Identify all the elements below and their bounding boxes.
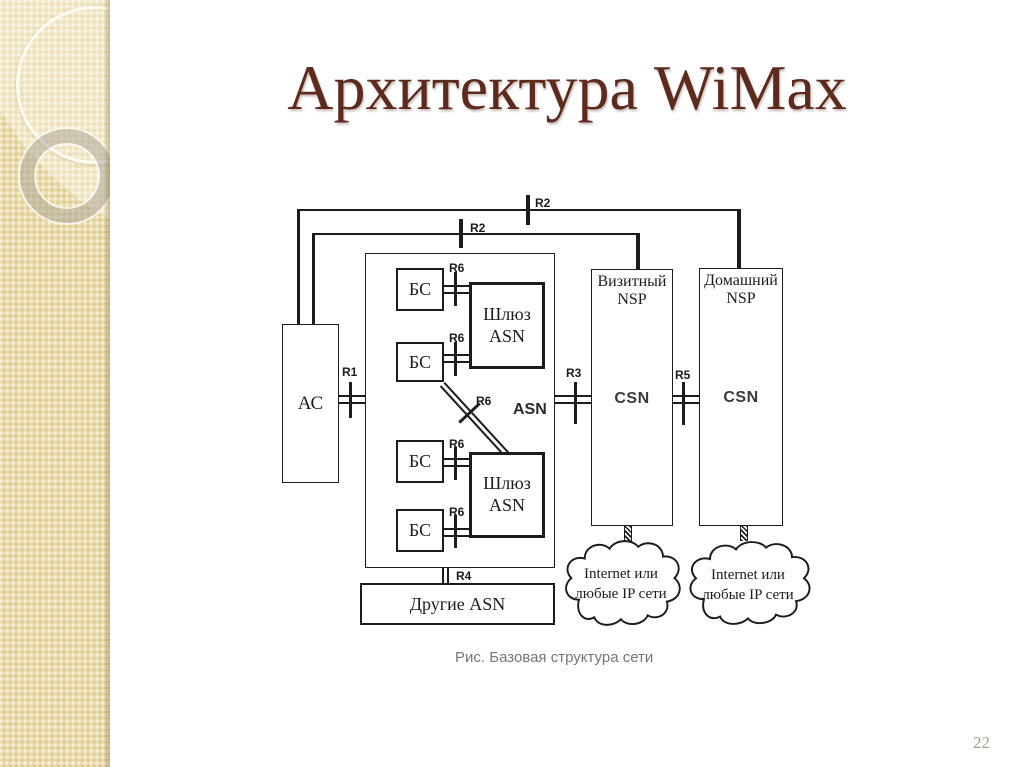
r2-tick-1 bbox=[526, 195, 530, 225]
bs-box-4: БС bbox=[396, 509, 444, 552]
bs-label-3: БС bbox=[408, 451, 432, 471]
r5-label: R5 bbox=[675, 368, 691, 382]
visiting-nsp-line1: Визитный bbox=[597, 273, 667, 290]
visiting-nsp-box: Визитный NSP CSN bbox=[591, 269, 673, 526]
r2-label-1: R2 bbox=[535, 196, 551, 210]
internet-cloud-1: Internet или любые IP сети bbox=[558, 537, 684, 629]
decorative-ring bbox=[20, 129, 110, 223]
csn-cloud-link-2 bbox=[740, 526, 748, 541]
bs-label-2: БС bbox=[408, 351, 432, 372]
r6-tick-4 bbox=[454, 447, 457, 480]
bs-box-3: БС bbox=[396, 440, 444, 483]
cloud-shape-icon bbox=[689, 541, 811, 625]
asn-gateway-label-line2: ASN bbox=[488, 325, 525, 346]
cloud-text-line2: любые IP сети bbox=[575, 585, 667, 602]
r2-line-1 bbox=[297, 209, 739, 211]
bs-box-2: БС bbox=[396, 342, 444, 382]
r2-line-1-left-drop bbox=[297, 209, 300, 324]
home-nsp-title: Домашний NSP bbox=[700, 272, 782, 309]
decorative-sidebar bbox=[0, 0, 110, 767]
cloud-text-line1: Internet или bbox=[584, 566, 658, 582]
r5-connector bbox=[673, 395, 700, 404]
other-asn-label: Другие ASN bbox=[409, 593, 506, 614]
ac-label: АС bbox=[297, 392, 324, 414]
r3-connector bbox=[555, 395, 591, 404]
r4-line-right bbox=[447, 568, 449, 583]
bs-box-1: БС bbox=[396, 268, 444, 311]
asn-gateway-box-2: Шлюз ASN bbox=[469, 452, 545, 538]
r3-tick bbox=[574, 382, 577, 424]
visiting-nsp-line2: NSP bbox=[617, 291, 647, 309]
asn-gateway-label-line2: ASN bbox=[488, 495, 525, 515]
home-nsp-line1: Домашний bbox=[704, 272, 778, 289]
r4-line-left bbox=[442, 568, 444, 583]
r1-connector bbox=[339, 395, 366, 404]
r3-label: R3 bbox=[566, 366, 582, 380]
r6-label-3: R6 bbox=[476, 394, 492, 408]
asn-gateway-label-line1: Шлюз bbox=[483, 303, 531, 324]
internet-cloud-2: Internet или любые IP сети bbox=[682, 538, 814, 628]
visiting-csn-label: CSN bbox=[614, 390, 650, 407]
internet-cloud-text: Internet или любые IP сети bbox=[558, 565, 684, 604]
bs-label-1: БС bbox=[408, 279, 432, 299]
asn-gateway-label-line1: Шлюз bbox=[483, 473, 531, 494]
cloud-text-line2: любые IP сети bbox=[702, 586, 794, 603]
r6-label-4: R6 bbox=[449, 437, 465, 451]
r6-tick-5 bbox=[454, 515, 457, 548]
asn-zone-label: ASN bbox=[513, 401, 547, 418]
r4-label: R4 bbox=[456, 569, 472, 583]
r2-line-2-left-drop bbox=[312, 233, 315, 325]
r6-label-2: R6 bbox=[449, 331, 465, 345]
asn-gateway-box-1: Шлюз ASN bbox=[469, 282, 545, 369]
r6-label-5: R6 bbox=[449, 505, 465, 519]
figure-caption: Рис. Базовая структура сети bbox=[455, 649, 654, 666]
r2-tick-2 bbox=[459, 219, 463, 248]
r6-tick-2 bbox=[454, 342, 457, 376]
decorative-band-edge bbox=[103, 0, 110, 767]
page-number: 22 bbox=[973, 733, 990, 752]
home-nsp-box: Домашний NSP CSN bbox=[699, 268, 783, 526]
cloud-text-line1: Internet или bbox=[711, 567, 785, 583]
r1-label: R1 bbox=[342, 365, 358, 379]
r2-line-2 bbox=[312, 233, 638, 235]
r2-line-1-right-drop bbox=[737, 209, 741, 270]
r2-line-2-right-drop bbox=[636, 233, 640, 270]
r5-tick bbox=[682, 382, 685, 425]
r2-label-2: R2 bbox=[470, 221, 486, 235]
r1-tick bbox=[349, 382, 352, 418]
r6-label-1: R6 bbox=[449, 261, 465, 275]
bs-label-4: БС bbox=[408, 520, 432, 540]
home-csn-label: CSN bbox=[723, 389, 759, 406]
r6-tick-1 bbox=[454, 272, 457, 306]
csn-cloud-link-1 bbox=[624, 526, 632, 542]
visiting-nsp-title: Визитный NSP bbox=[592, 273, 672, 310]
slide-title: Архитектура WiMax bbox=[287, 52, 847, 123]
other-asn-box: Другие ASN bbox=[360, 583, 555, 625]
internet-cloud-text: Internet или любые IP сети bbox=[682, 566, 814, 605]
wimax-architecture-diagram: R2 R2 R1 АС ASN R6 R6 R6 R6 bbox=[270, 185, 830, 690]
home-nsp-line2: NSP bbox=[726, 290, 756, 308]
ac-box: АС bbox=[282, 324, 339, 483]
cloud-shape-icon bbox=[565, 540, 681, 626]
